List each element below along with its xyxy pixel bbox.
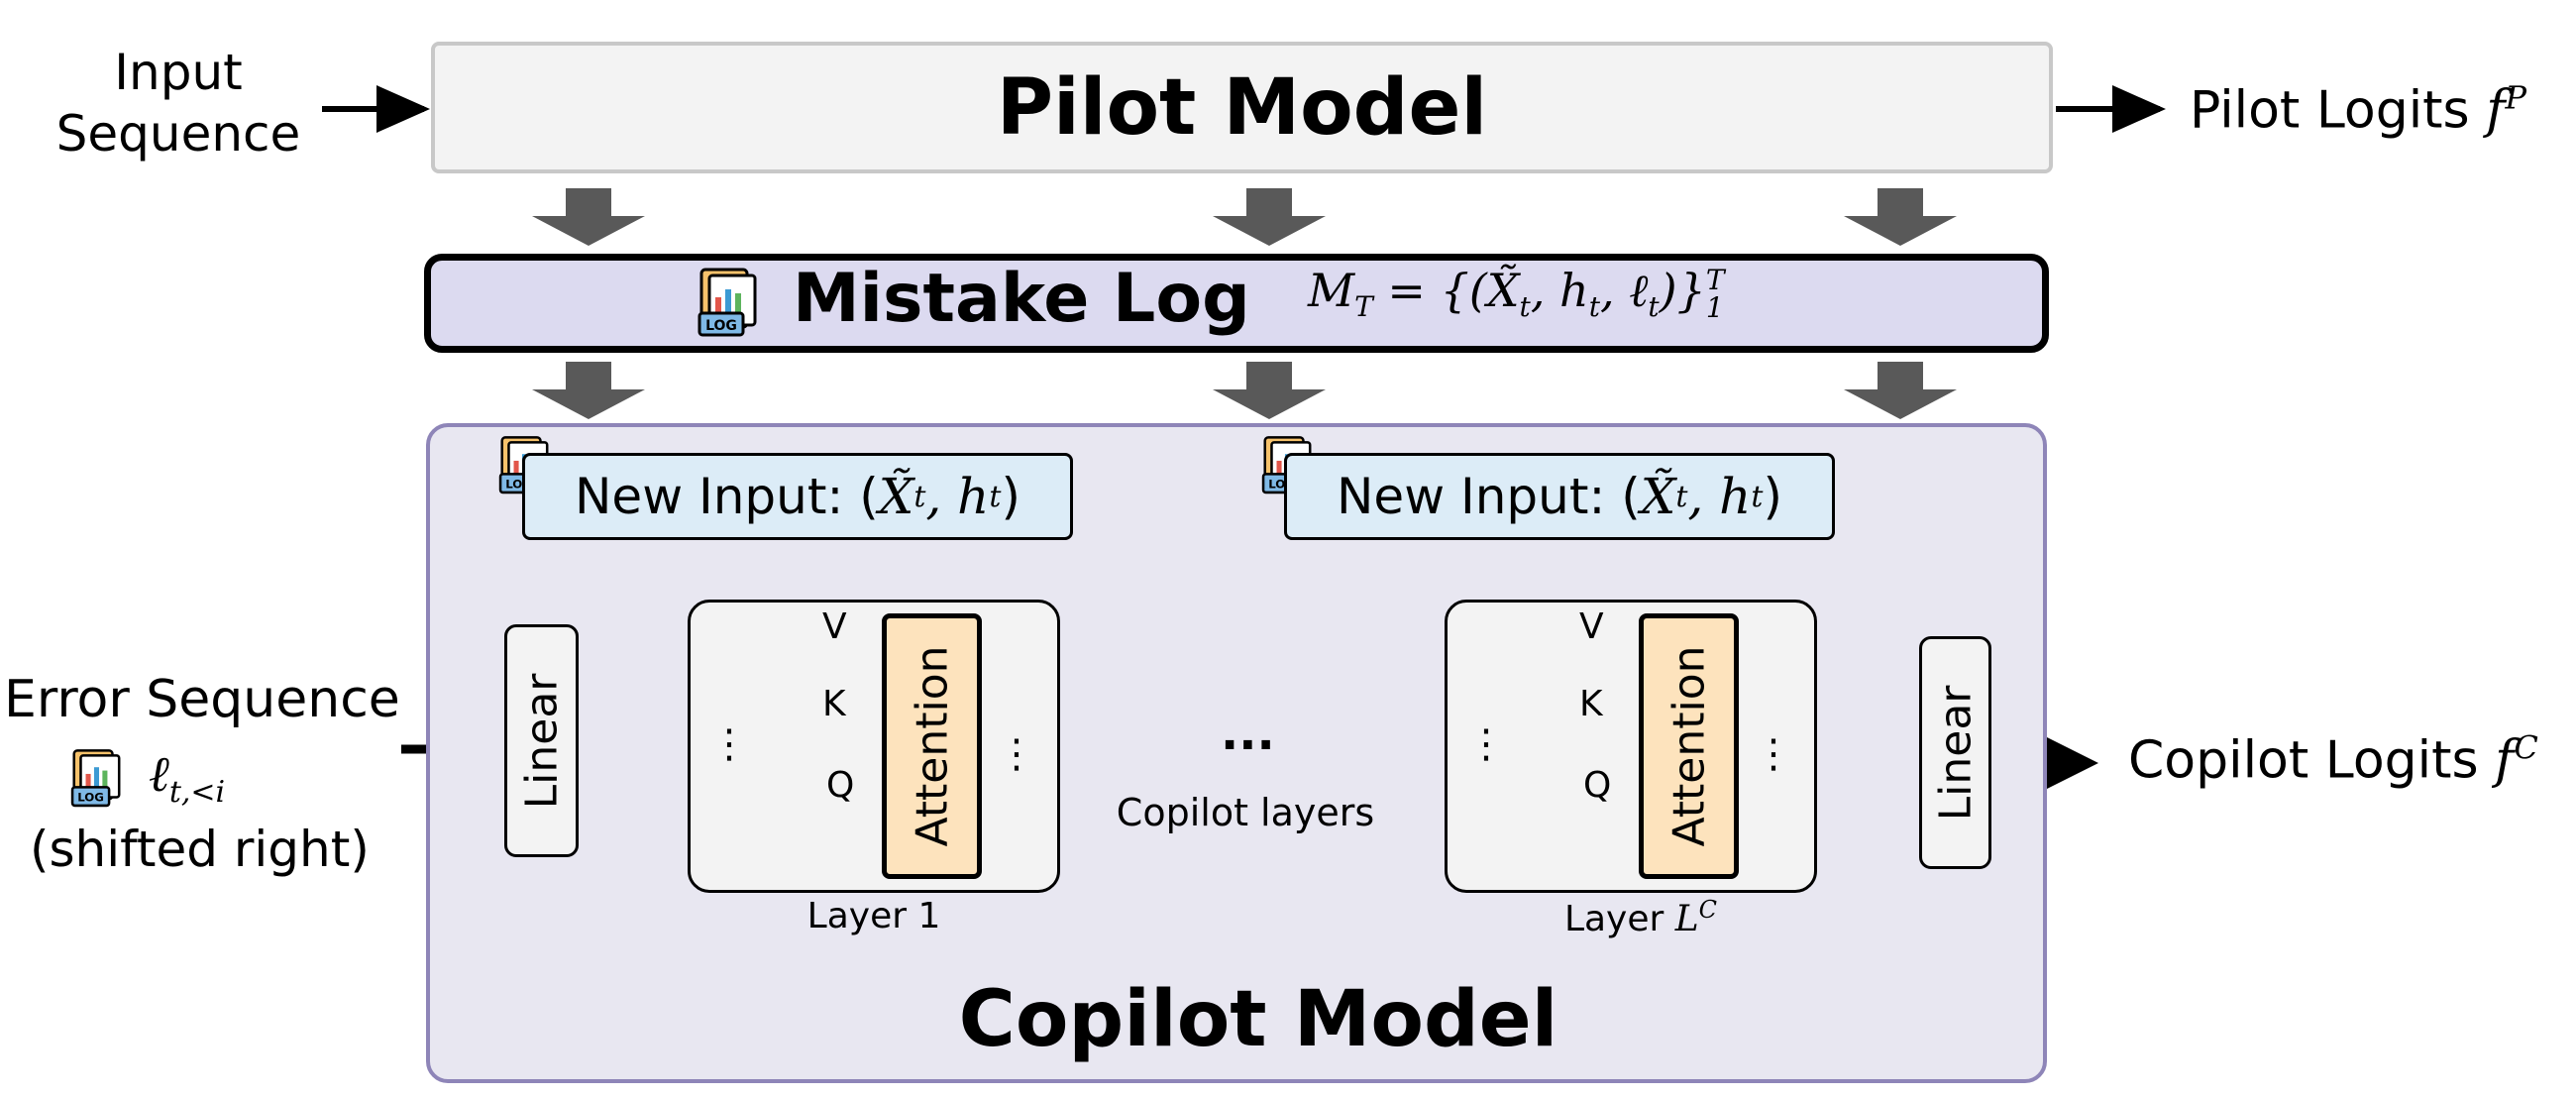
error-sequence-label: Error Sequence: [4, 670, 400, 729]
linear-output-label: Linear: [1930, 685, 1981, 821]
mistake-log-title: Mistake Log: [793, 260, 1250, 338]
layer1-port-v: V: [822, 606, 847, 647]
down-arrow-log-copilot-2: [1213, 362, 1326, 419]
layer1-attention-block: Attention: [882, 613, 982, 879]
input-label-line2: Sequence: [55, 105, 301, 163]
svg-text:LOG: LOG: [77, 791, 104, 805]
down-arrow-log-copilot-1: [532, 362, 645, 419]
down-arrow-log-copilot-3: [1844, 362, 1957, 419]
mistake-log-box: [424, 254, 2049, 353]
error-sequence-icon: LOG: [67, 747, 131, 811]
layer1-port-q: Q: [826, 765, 855, 806]
input-label-line1: Input: [114, 44, 243, 101]
layer-1-box: [688, 600, 1060, 893]
layer1-dots-right: ⋮: [997, 731, 1036, 777]
pilot-model-box: Pilot Model: [431, 42, 2053, 173]
layer-L-label: Layer LC: [1563, 896, 1718, 939]
layer-1-label: Layer 1: [806, 896, 941, 936]
layer1-dots-left: ⋮: [709, 721, 749, 767]
layerL-dots-left: ⋮: [1466, 721, 1506, 767]
layerL-attention-label: Attention: [1664, 645, 1714, 847]
layerL-attention-block: Attention: [1639, 613, 1739, 879]
error-sequence-math: ℓt,<i: [149, 745, 226, 810]
svg-text:LOG: LOG: [705, 318, 737, 334]
pilot-logits-label: Pilot Logits fP: [2190, 79, 2526, 140]
layer1-port-k: K: [822, 684, 846, 724]
linear-input-label: Linear: [516, 673, 567, 809]
layerL-port-q: Q: [1583, 765, 1612, 806]
layer1-attention-label: Attention: [907, 645, 957, 847]
layerL-port-v: V: [1579, 606, 1604, 647]
input-sequence-label: Input Sequence: [30, 42, 327, 165]
pilot-model-title: Pilot Model: [996, 62, 1488, 153]
copilot-logits-math: fC: [2495, 729, 2538, 791]
layerL-port-k: K: [1579, 684, 1603, 724]
linear-output-block: Linear: [1919, 636, 1991, 869]
linear-input-block: Linear: [504, 624, 579, 857]
down-arrow-pilot-log-3: [1844, 188, 1957, 246]
copilot-logits-label: Copilot Logits fC: [2128, 729, 2538, 790]
layer-L-box: [1445, 600, 1817, 893]
middle-ellipsis: ···: [1221, 717, 1275, 773]
pilot-logits-text: Pilot Logits: [2190, 80, 2470, 141]
layerL-dots-right: ⋮: [1754, 731, 1793, 777]
mistake-log-icon: LOG: [694, 266, 769, 341]
down-arrow-pilot-log-1: [532, 188, 645, 246]
down-arrow-pilot-log-2: [1213, 188, 1326, 246]
pilot-logits-math: fP: [2486, 79, 2526, 141]
copilot-model-title: Copilot Model: [958, 975, 1558, 1064]
copilot-logits-text: Copilot Logits: [2128, 730, 2479, 791]
error-sequence-note: (shifted right): [30, 821, 370, 878]
copilot-layers-label: Copilot layers: [1116, 791, 1375, 834]
